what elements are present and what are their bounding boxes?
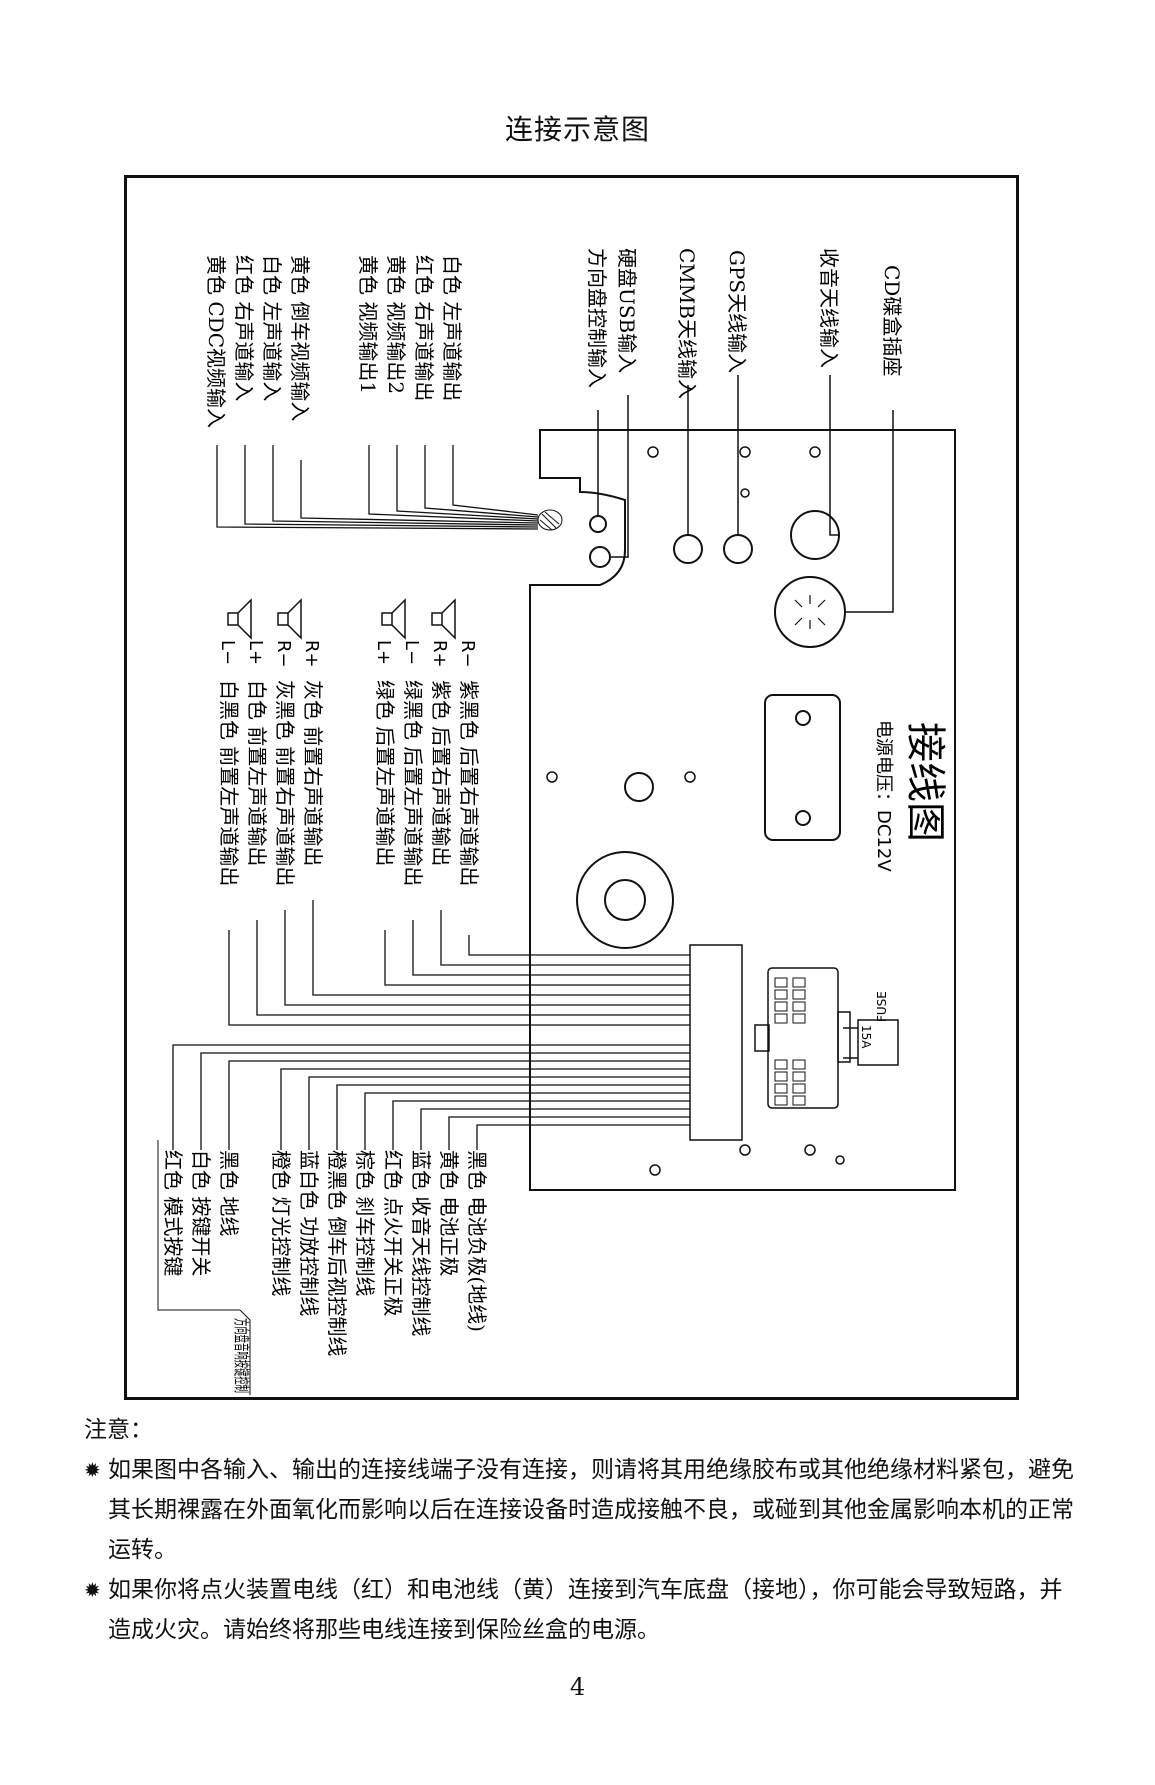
av-bundle — [537, 509, 563, 531]
top-label: 收音天线输入 — [817, 248, 841, 368]
panel-title: 接线图 — [902, 722, 948, 842]
note-item: ✹ 如果图中各输入、输出的连接线端子没有连接，则请将其用绝缘胶布或其他绝缘材料紧… — [84, 1450, 1074, 1570]
diagram-frame — [124, 175, 1019, 1400]
speaker-icon — [277, 598, 302, 640]
power-label: 黑色 电池负极(地线) — [465, 1150, 489, 1332]
power-label: 蓝色 收音天线控制线 — [409, 1150, 433, 1336]
notes-section: 注意： ✹ 如果图中各输入、输出的连接线端子没有连接，则请将其用绝缘胶布或其他绝… — [84, 1410, 1074, 1650]
av-label: 黄色 倒车视频输入 — [288, 255, 312, 421]
head-unit-outline — [529, 429, 956, 1191]
speaker-leaders — [228, 900, 690, 1026]
top-leaders — [597, 375, 894, 613]
notes-heading: 注意： — [84, 1417, 153, 1443]
polarity-label: L+ — [245, 640, 266, 665]
power-label: 黄色 电池正极 — [437, 1150, 461, 1276]
cd-changer-socket — [774, 576, 846, 648]
speaker-label: 紫黑色 后置右声道输出 — [457, 680, 481, 886]
av-leaders — [216, 445, 539, 530]
power-label: 红色 模式按键 — [161, 1150, 185, 1276]
power-label: 黑色 地线 — [217, 1150, 241, 1236]
top-label: GPS天线输入 — [725, 250, 749, 373]
top-label-group: CD碟盒插座 收音天线输入 GPS天线输入 CMMB天线输入 硬盘USB输入 方… — [585, 248, 904, 399]
speaker-label: 灰色 前置右声道输出 — [301, 680, 325, 866]
polarity-label: R+ — [301, 640, 322, 668]
top-label: CMMB天线输入 — [675, 248, 699, 399]
av-label: 白色 左声道输出 — [440, 255, 464, 401]
steering-group-label: 方向盘音响按键控制 — [232, 1318, 251, 1393]
polarity-label: L− — [217, 640, 238, 665]
mounting-holes — [546, 446, 845, 1176]
steering-bracket — [157, 1140, 251, 1395]
panel-voltage: 电源电压：DC12V — [873, 720, 894, 872]
fuse-label: FUSE — [875, 991, 889, 1022]
speaker-label: 白黑色 前置左声道输出 — [217, 680, 241, 886]
steering-socket — [589, 546, 611, 568]
av-label-group: 白色 左声道输出 红色 右声道输出 黄色 视频输出2 黄色 视频输出1 黄色 倒… — [204, 255, 464, 428]
speaker-label: 绿色 后置左声道输出 — [373, 680, 397, 866]
av-label: 红色 右声道输入 — [232, 255, 256, 401]
power-label: 棕色 刹车控制线 — [353, 1150, 377, 1296]
polarity-label: L− — [401, 640, 422, 665]
speaker-label-group: 紫黑色 后置右声道输出 紫色 后置右声道输出 绿黑色 后置左声道输出 绿色 后置… — [217, 680, 481, 886]
rear-polarity-group: R− R+ L− L+ — [373, 640, 478, 668]
power-inlet — [764, 694, 841, 841]
power-label: 红色 点火开关正极 — [381, 1150, 405, 1316]
cd-socket-pins — [794, 595, 826, 629]
speaker-icon — [381, 598, 406, 640]
bullet-icon: ✹ — [84, 1458, 101, 1482]
polarity-label: R− — [457, 640, 478, 668]
av-label: 黄色 视频输出1 — [356, 255, 380, 394]
top-label: 方向盘控制输入 — [585, 248, 609, 388]
speaker-label: 绿黑色 后置左声道输出 — [401, 680, 425, 886]
power-leaders — [172, 1044, 690, 1150]
av-label: 白色 左声道输入 — [260, 255, 284, 401]
speaker-icon — [227, 598, 252, 640]
polarity-label: L+ — [373, 640, 394, 665]
harness-connector — [689, 944, 851, 1141]
fuse — [843, 1019, 899, 1066]
page-number: 4 — [569, 1673, 586, 1701]
note-text: 如果你将点火装置电线（红）和电池线（黄）连接到汽车底盘（接地），你可能会导致短路… — [108, 1577, 1063, 1643]
harness-pins — [774, 977, 806, 1106]
top-label: 硬盘USB输入 — [615, 248, 639, 373]
fuse-rating-text: 15A — [859, 1025, 873, 1049]
av-label: 黄色 CDC视频输入 — [204, 255, 228, 428]
usb-socket — [589, 515, 607, 533]
power-label: 蓝白色 功放控制线 — [297, 1150, 321, 1316]
note-text: 如果图中各输入、输出的连接线端子没有连接，则请将其用绝缘胶布或其他绝缘材料紧包，… — [108, 1457, 1074, 1563]
speaker-label: 灰黑色 前置右声道输出 — [273, 680, 297, 886]
speaker-label: 白色 前置左声道输出 — [245, 680, 269, 866]
power-label: 橙黑色 倒车后视控制线 — [325, 1150, 349, 1356]
gps-socket — [723, 534, 753, 564]
wiring-diagram: FUSE 15A 接线图 电源电压：DC12V 15A CD碟盒插座 收音天线输… — [157, 248, 956, 1395]
panel-title-group: 接线图 电源电压：DC12V 15A — [859, 720, 948, 1049]
bullet-icon: ✹ — [84, 1578, 101, 1602]
page-title: 连接示意图 — [504, 113, 650, 146]
front-polarity-group: R+ R− L+ L− — [217, 640, 322, 668]
polarity-label: R− — [273, 640, 294, 668]
polarity-label: R+ — [429, 640, 450, 668]
speaker-icon — [431, 598, 456, 640]
cmmb-socket — [673, 534, 703, 564]
av-label: 黄色 视频输出2 — [384, 255, 408, 394]
av-label: 红色 右声道输出 — [412, 255, 436, 401]
speaker-icons — [227, 598, 456, 640]
top-label: CD碟盒插座 — [880, 265, 904, 376]
power-label: 橙色 灯光控制线 — [269, 1150, 293, 1296]
fan-vent — [576, 851, 674, 949]
note-item: ✹ 如果你将点火装置电线（红）和电池线（黄）连接到汽车底盘（接地），你可能会导致… — [84, 1570, 1074, 1650]
power-label: 白色 按键开关 — [189, 1150, 213, 1276]
power-label-group: 黑色 电池负极(地线) 黄色 电池正极 蓝色 收音天线控制线 红色 点火开关正极… — [161, 1150, 489, 1356]
speaker-label: 紫色 后置右声道输出 — [429, 680, 453, 866]
